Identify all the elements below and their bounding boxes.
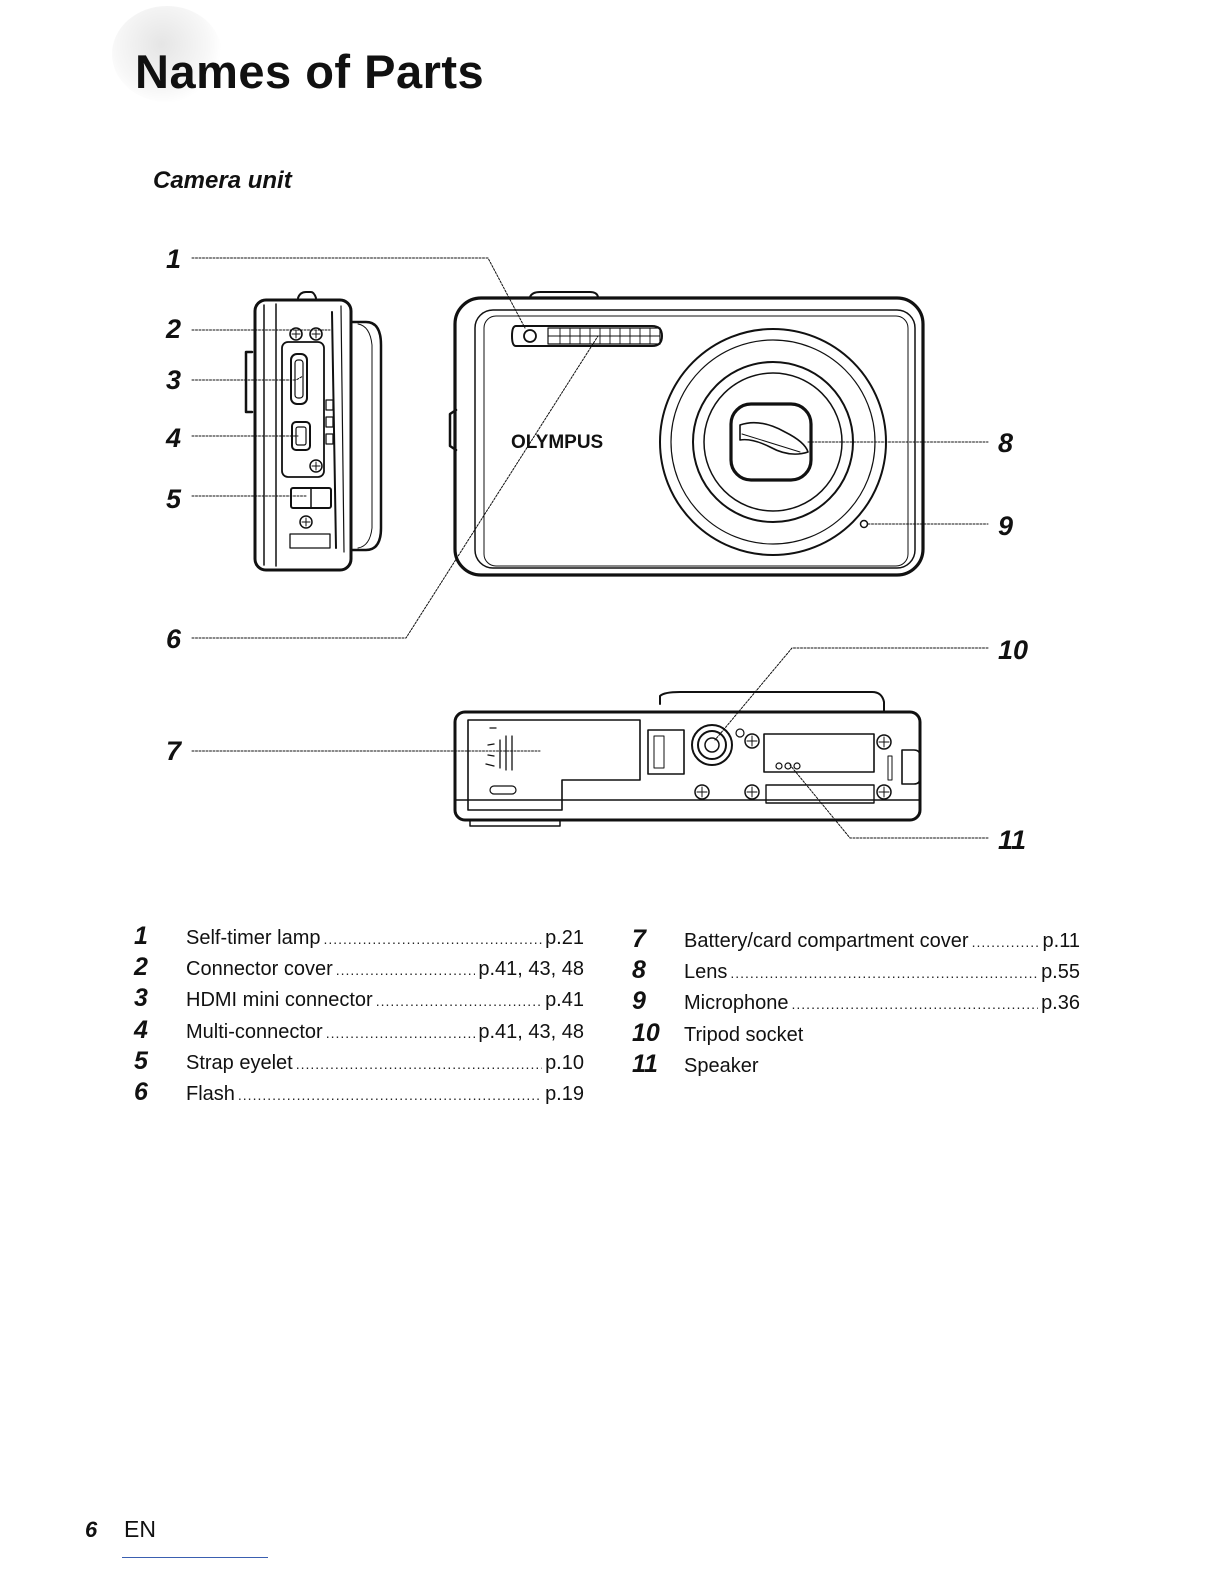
part-number: 7 — [632, 925, 646, 953]
parts-list-right: 7 Battery/card compartment cover p.11 8 … — [632, 925, 1080, 1081]
callout-1: 1 — [166, 244, 181, 274]
part-name: Speaker — [684, 1054, 759, 1077]
page-reference: p.11 — [1042, 930, 1080, 952]
part-number: 10 — [632, 1018, 660, 1047]
list-item: 7 Battery/card compartment cover p.11 — [632, 925, 1080, 956]
dot-leader — [376, 993, 542, 1009]
dot-leader — [792, 996, 1039, 1012]
page-reference: p.21 — [545, 927, 584, 949]
footer-rule — [122, 1557, 268, 1558]
part-number: 5 — [134, 1046, 148, 1075]
page-reference: p.41, 43, 48 — [478, 958, 584, 981]
part-number: 8 — [632, 956, 646, 985]
part-name: Battery/card compartment cover — [684, 930, 969, 952]
page-number: 6 — [85, 1517, 98, 1542]
part-number: 6 — [134, 1077, 148, 1106]
callout-8: 8 — [998, 428, 1013, 458]
part-name: Strap eyelet — [186, 1051, 293, 1074]
list-item: 3 HDMI mini connector p.41 — [134, 984, 584, 1015]
list-item: 6 Flash p.19 — [134, 1078, 584, 1109]
leader-lines — [191, 257, 989, 839]
callout-11: 11 — [998, 825, 1026, 855]
part-number: 11 — [632, 1049, 658, 1078]
part-name: Flash — [186, 1082, 235, 1105]
page-reference: p.41, 43, 48 — [478, 1020, 584, 1043]
page-reference: p.55 — [1041, 961, 1080, 984]
list-item: 11 Speaker — [632, 1050, 1080, 1081]
list-item: 9 Microphone p.36 — [632, 987, 1080, 1018]
page-reference: p.41 — [545, 989, 584, 1012]
page-reference: p.19 — [545, 1082, 584, 1105]
section-subtitle: Camera unit — [153, 167, 292, 194]
callout-9: 9 — [998, 511, 1013, 541]
part-number: 4 — [134, 1015, 148, 1044]
dot-leader — [326, 1025, 476, 1041]
page-title: Names of Parts — [135, 45, 485, 98]
title-smudge — [112, 6, 222, 102]
dot-leader — [972, 934, 1040, 950]
dot-leader — [238, 1087, 542, 1103]
part-name: Microphone — [684, 992, 789, 1015]
language-code: EN — [124, 1516, 156, 1542]
page-reference: p.36 — [1041, 992, 1080, 1015]
dot-leader — [323, 931, 542, 947]
part-number: 1 — [134, 922, 148, 950]
list-item: 10 Tripod socket — [632, 1019, 1080, 1050]
dot-leader — [730, 965, 1038, 981]
callout-10: 10 — [998, 635, 1028, 665]
camera-diagram: 1 2 3 4 5 6 7 8 9 10 11 OLYMPUS — [165, 244, 1028, 855]
callout-6: 6 — [166, 624, 182, 654]
page-reference: p.10 — [545, 1051, 584, 1074]
part-number: 2 — [134, 953, 148, 982]
camera-side-view — [244, 291, 383, 572]
list-item: 8 Lens p.55 — [632, 956, 1080, 987]
part-number: 9 — [632, 987, 646, 1016]
part-name: Lens — [684, 961, 728, 984]
callout-numbers: 1 2 3 4 5 6 7 8 9 10 11 — [165, 244, 1028, 855]
callout-2: 2 — [165, 314, 181, 344]
camera-brand-logo: OLYMPUS — [511, 432, 603, 453]
list-item: 4 Multi-connector p.41, 43, 48 — [134, 1016, 584, 1047]
part-name: Connector cover — [186, 958, 333, 981]
callout-3: 3 — [166, 365, 181, 395]
part-name: Self-timer lamp — [186, 927, 321, 949]
part-name: Multi-connector — [186, 1020, 323, 1043]
part-name: HDMI mini connector — [186, 989, 373, 1012]
callout-7: 7 — [166, 736, 183, 766]
list-item: 1 Self-timer lamp p.21 — [134, 922, 584, 953]
part-number: 3 — [134, 984, 148, 1013]
list-item: 5 Strap eyelet p.10 — [134, 1047, 584, 1078]
dot-leader — [336, 962, 476, 978]
dot-leader — [296, 1056, 542, 1072]
callout-5: 5 — [166, 484, 182, 514]
list-item: 2 Connector cover p.41, 43, 48 — [134, 953, 584, 984]
callout-4: 4 — [165, 423, 181, 453]
part-name: Tripod socket — [684, 1023, 804, 1046]
camera-bottom-view — [453, 691, 922, 827]
parts-list-left: 1 Self-timer lamp p.21 2 Connector cover… — [134, 922, 584, 1109]
